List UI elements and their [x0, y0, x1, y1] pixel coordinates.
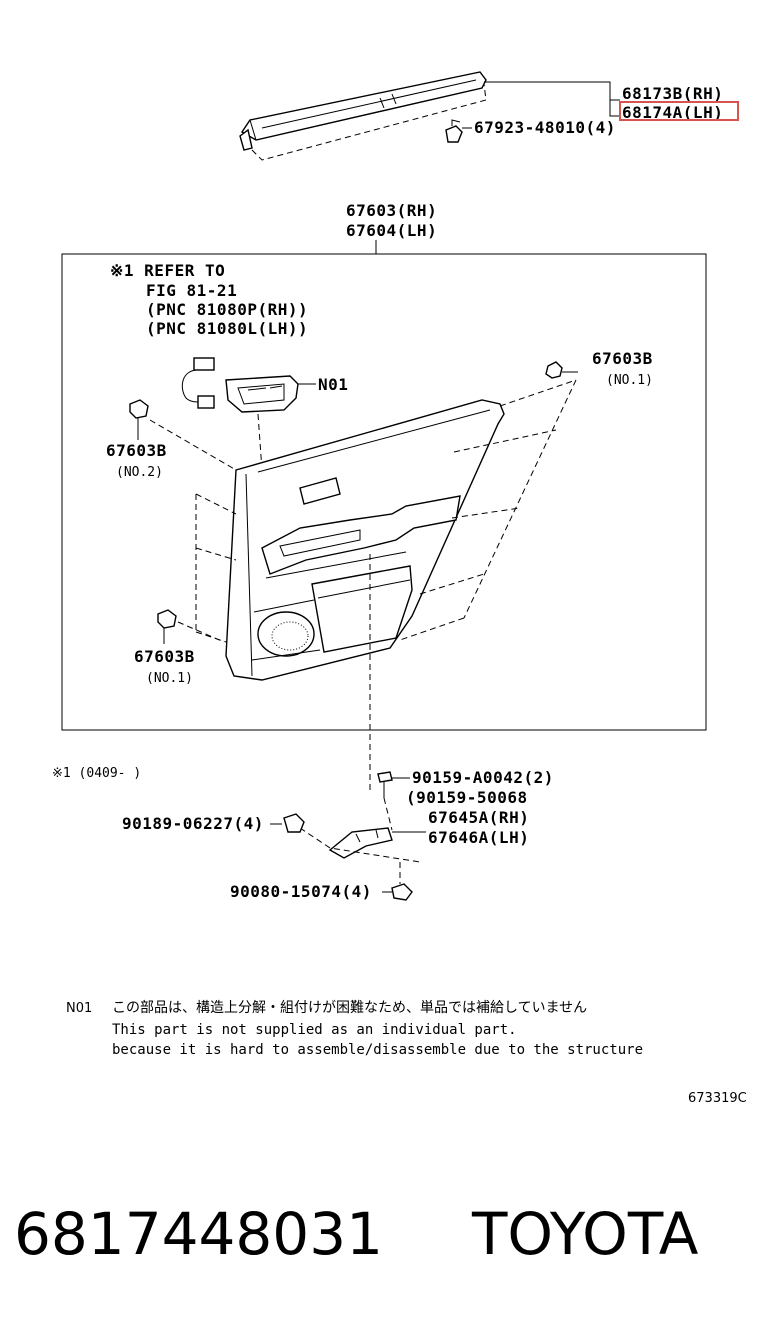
door-moulding [239, 71, 487, 161]
note-english-line1: This part is not supplied as an individu… [112, 1022, 517, 1038]
label-67923-48010: 67923-48010(4) [474, 118, 616, 137]
dash-screw-a [383, 797, 393, 831]
leader-moulding [484, 81, 620, 101]
label-67603b-bottom: 67603B [134, 647, 195, 666]
label-67603b-no2-sub: (NO.2) [116, 465, 163, 480]
clip-top-right-icon [545, 361, 578, 379]
label-67603b-no2: 67603B [106, 441, 167, 460]
label-90159-50068: (90159-50068 [406, 788, 528, 807]
label-90159-a0042: 90159-A0042(2) [412, 768, 554, 787]
label-67646a-lh: 67646A(LH) [428, 828, 529, 847]
clip-left-icon [129, 399, 149, 440]
clip-lower-left-icon [157, 609, 177, 644]
dash-bracket [299, 827, 421, 863]
screw-c-icon [391, 883, 413, 901]
refer-note-line3: (PNC 81080P(RH)) [146, 300, 308, 319]
moulding-clip-icon [445, 119, 463, 143]
label-67603b-top: 67603B [592, 349, 653, 368]
screw-top-icon [377, 771, 393, 798]
dash-clip-left [149, 419, 237, 471]
switch-base-icon [225, 375, 299, 413]
label-67603b-bottom-sub: (NO.1) [146, 671, 193, 686]
door-trim-panel [225, 399, 505, 681]
footer-part-number: 6817448031 [14, 1200, 383, 1268]
refer-note-line1: ※1 REFER TO [110, 261, 225, 280]
dash-switch [257, 413, 263, 471]
label-67603b-top-sub: (NO.1) [606, 373, 653, 388]
note-english-line2: because it is hard to assemble/disassemb… [112, 1042, 643, 1058]
label-90189-06227: 90189-06227(4) [122, 814, 264, 833]
leader-moulding-lh [609, 100, 620, 117]
note-code: N01 [66, 1001, 92, 1016]
label-90080-15074: 90080-15074(4) [230, 882, 372, 901]
refer-note-line4: (PNC 81080L(LH)) [146, 319, 308, 338]
label-67603-rh: 67603(RH) [346, 201, 437, 220]
note-japanese: この部品は、構造上分解・組付けが困難なため、単品では補給していません [112, 1000, 587, 1016]
figure-id: 673319C [688, 1091, 747, 1106]
label-67645a-rh: 67645A(RH) [428, 808, 529, 827]
bracket-icon [328, 827, 393, 859]
wire-harness-icon [181, 357, 215, 409]
highlight-box [619, 101, 739, 121]
label-n01: N01 [318, 375, 348, 394]
panel-frame [61, 253, 707, 731]
label-67604-lh: 67604(LH) [346, 221, 437, 240]
alignment-dashes [195, 379, 577, 643]
label-68174a-lh[interactable]: 68174A(LH) [622, 103, 723, 122]
label-range-note: ※1 (0409- ) [52, 766, 141, 781]
clip-c-icon [283, 813, 305, 833]
refer-note-line2: FIG 81-21 [146, 281, 237, 300]
footer-brand: TOYOTA [471, 1200, 699, 1268]
label-68173b-rh: 68173B(RH) [622, 84, 723, 103]
